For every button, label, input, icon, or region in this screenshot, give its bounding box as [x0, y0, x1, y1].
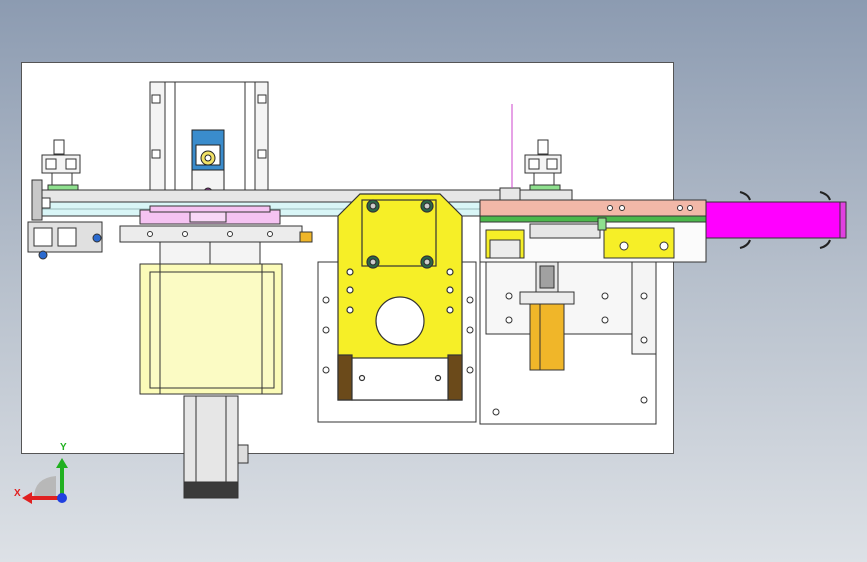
x-axis-label: X [14, 488, 21, 499]
salmon-conveyor-rail[interactable] [479, 104, 707, 223]
blue-cam-bracket[interactable] [191, 129, 225, 197]
left-end-block[interactable] [27, 221, 103, 260]
right-sensor-assembly[interactable] [524, 139, 562, 192]
left-sensor-assembly[interactable] [41, 139, 81, 192]
yellow-gearbox-housing[interactable] [337, 193, 463, 401]
right-stepper-motor[interactable] [519, 261, 575, 371]
pink-slider-carriage[interactable] [139, 205, 281, 225]
magenta-conveyor-belt[interactable] [705, 191, 847, 249]
carriage-plate[interactable] [119, 225, 313, 265]
right-lift-frame[interactable] [479, 261, 657, 425]
y-axis-label: Y [60, 442, 67, 453]
left-drive-motor[interactable] [139, 263, 283, 499]
right-yellow-plate[interactable] [479, 217, 707, 263]
